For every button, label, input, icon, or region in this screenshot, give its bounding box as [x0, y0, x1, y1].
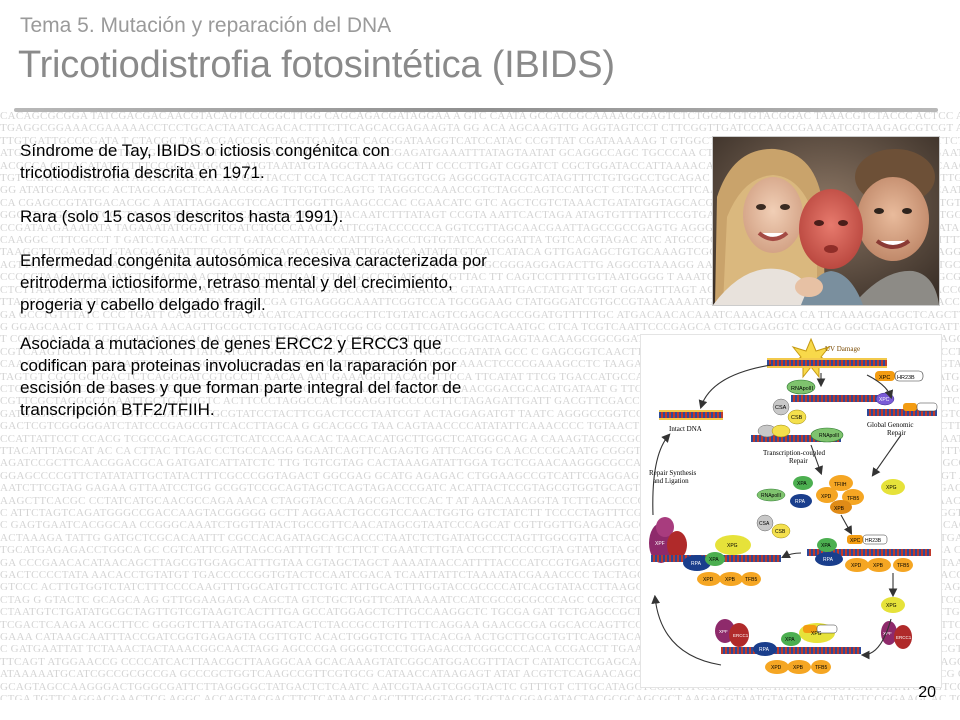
rnapolii-left: RNApolII — [756, 488, 786, 502]
xpb-label-bottom: XPB — [793, 665, 804, 671]
xpc-ball-right: XPC — [875, 392, 895, 406]
left-incision-complex: XPF XPG RPA XPA XPD XPB TFB5 — [649, 517, 781, 586]
xpa-label-bottom: XPA — [785, 637, 795, 643]
tfb5-label-assembly: TFB5 — [897, 563, 909, 569]
ercc1-label-bottom-right: ERCC1 — [896, 635, 912, 640]
rpa-label-left: RPA — [691, 561, 702, 567]
csb-label-mid: CSB — [775, 529, 786, 535]
uv-damage-label: UV Damage — [825, 345, 860, 353]
paragraph-rarity: Rara (solo 15 casos descritos hasta 1991… — [20, 207, 344, 226]
csa-label-mid: CSA — [759, 521, 770, 527]
repair-synthesis-line1: Repair Synthesis — [649, 469, 697, 477]
repair-synthesis-label: Repair Synthesis and Ligation — [649, 469, 698, 485]
rnapolii-dna-complex: RNApolII — [786, 379, 881, 402]
family-photo-illustration — [713, 137, 939, 305]
xpg-right: XPG — [881, 479, 905, 495]
ggr-label-line1: Global Genomic — [867, 421, 913, 429]
tfb5-label-bottom: TFB5 — [815, 665, 827, 671]
csb-label-top: CSB — [791, 415, 803, 421]
xpb-label-assembly: XPB — [873, 563, 884, 569]
xpf-label-left: XPF — [655, 541, 665, 547]
family-photo — [712, 136, 940, 306]
xpd-label-left: XPD — [703, 577, 714, 583]
body-text: Síndrome de Tay, IBIDS o ictiosis congén… — [20, 140, 640, 443]
slide-subtitle: Tema 5. Mutación y reparación del DNA — [20, 14, 392, 37]
xpd-label-center: XPD — [821, 494, 832, 500]
xpg-label-right: XPG — [886, 485, 897, 491]
dna-sequence-row: G GGAGCAACT C TTTGAAGA AACAGTTGCGCTCTGTG… — [0, 320, 960, 333]
rnapolii-label-top: RNApolII — [791, 386, 813, 392]
ercc1-label-bottom: ERCC1 — [733, 633, 749, 638]
title-divider — [14, 108, 938, 112]
dna-repair-pathway-diagram: UV Damage XPC HR23B RNApolII — [640, 334, 942, 688]
xpc-hr23b-top: XPC HR23B — [875, 370, 924, 382]
csa-csb-mid: CSA CSB — [756, 514, 791, 539]
pathway-arrows — [651, 364, 902, 666]
xpc-label-assembly: XPC — [850, 538, 861, 544]
xpc-label-right: XPC — [879, 397, 890, 403]
intact-dna-strand — [659, 410, 723, 420]
tfiih-label-center: TFIIH — [834, 482, 847, 488]
xpc-label-top: XPC — [879, 375, 890, 381]
tfiih-cluster-center: TFIIH XPD TFB5 XPB — [816, 475, 864, 514]
rnapolii-label-left: RNApolII — [761, 493, 781, 499]
top-dna-strand — [767, 358, 887, 368]
dna-repair-pathway-svg: UV Damage XPC HR23B RNApolII — [649, 337, 938, 674]
xpg-xpf-bottom-right: XPG XPF ERCC1 — [881, 597, 912, 649]
xpa-label-left: XPA — [709, 557, 719, 563]
xpd-label-bottom: XPD — [771, 665, 782, 671]
tfb5-label-center: TFB5 — [847, 496, 859, 502]
csa-label-top: CSA — [775, 405, 787, 411]
tcr-label: Transcription-coupled Repair — [763, 449, 827, 465]
ggr-label: Global Genomic Repair — [867, 421, 915, 437]
xpf-label-bottom: XPF — [719, 629, 728, 634]
xpg-label-bottom-right: XPG — [886, 603, 897, 609]
xpd-label-assembly: XPD — [851, 563, 862, 569]
ggr-label-line2: Repair — [887, 429, 906, 437]
dna-sequence-row: CACAGCGCGGA TATCGACGACAACGTACAGTCCCCGCTT… — [0, 110, 960, 122]
dna-sequence-row: CTGA TGTTCAGGACGAACTCG AGGC ACCAGTACGACT… — [0, 693, 960, 700]
tfb5-label-left: TFB5 — [745, 577, 757, 583]
paragraph-gene-association: Asociada a mutaciones de genes ERCC2 y E… — [20, 334, 462, 419]
tcr-label-line2: Repair — [789, 457, 808, 465]
xpa-rpa-center: XPA RPA — [790, 476, 813, 508]
dna-sequence-row: TGAGGCGGAAACGAAAAACCTCCTGCACTAATCAGACACT… — [0, 122, 960, 135]
csa-csb-top: CSA CSB — [772, 398, 807, 425]
xpa-label-center: XPA — [797, 481, 807, 487]
hr23b-label-assembly: HR23B — [865, 538, 882, 544]
xpg-label-left: XPG — [727, 543, 738, 549]
xpb-label-center: XPB — [834, 506, 845, 512]
right-assembly-complex: XPC HR23B XPA RPA XPD XPB TFB5 — [807, 534, 931, 572]
ggr-dna-strand — [867, 402, 938, 416]
repair-synthesis-line2: and Ligation — [653, 477, 689, 485]
hr23b-label-top: HR23B — [897, 375, 915, 381]
dna-sequence-row: GA GCCTGTTTATC CCC TGATT CAGTGCCGTA G AC… — [0, 308, 960, 321]
bottom-incision-complex: XPF ERCC1 XPG RPA XPA XPD XPB TFB5 — [715, 619, 861, 674]
tcr-label-line1: Transcription-coupled — [763, 449, 825, 457]
intact-dna-label: Intact DNA — [669, 425, 702, 433]
rnapolii-label-tcr: RNApolII — [819, 433, 839, 439]
paragraph-disease-description: Enfermedad congénita autosómica recesiva… — [20, 251, 487, 314]
page-number: 20 — [918, 684, 936, 701]
paragraph-syndrome-definition: Síndrome de Tay, IBIDS o ictiosis congén… — [20, 141, 390, 182]
xpf-label-bottom-right: XPF — [883, 631, 892, 636]
rpa-label-bottom: RPA — [759, 647, 770, 653]
xpg-label-bottom: XPG — [811, 631, 822, 637]
tcr-complex-top: RNApolII — [751, 424, 844, 443]
xpb-label-left: XPB — [725, 577, 736, 583]
xpa-label-assembly: XPA — [821, 543, 831, 549]
slide-title: Tricotiodistrofia fotosintética (IBIDS) — [18, 44, 615, 86]
rpa-label-center: RPA — [795, 499, 806, 505]
rpa-label-assembly: RPA — [823, 557, 834, 563]
